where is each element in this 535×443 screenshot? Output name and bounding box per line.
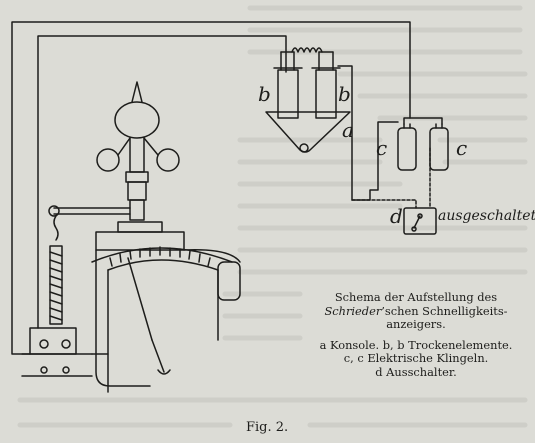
label-d: d (390, 204, 403, 228)
label-a: a (342, 118, 354, 142)
caption-legend-line-3: d Ausschalter. (375, 364, 457, 379)
base-clamps (21, 327, 109, 377)
figure-caption: Schema der Aufstellung des Schrieder’sch… (300, 290, 532, 380)
caption-title-line-2-rest: ’schen Schnelligkeits- (381, 303, 508, 318)
caption-title-line-3: anzeigers. (386, 317, 446, 332)
switch-plate (403, 207, 437, 235)
connecting-coil (291, 47, 323, 53)
console-bracket (265, 111, 351, 153)
figure-number: Fig. 2. (246, 420, 289, 435)
tension-spring (49, 245, 63, 325)
switch-wire (351, 147, 431, 209)
upper-mechanism (96, 81, 180, 221)
outer-wire (11, 21, 411, 355)
caption-title-line-1: Schema der Aufstellung des (334, 290, 498, 304)
bell-wire-left (337, 65, 399, 201)
caption-legend-line-2: c, c Elektrische Klingeln. (343, 351, 489, 366)
battery-element-right (311, 51, 341, 119)
caption-inventor-name: Schrieder (324, 303, 382, 318)
speed-dial (91, 246, 233, 393)
label-c-left: c (376, 136, 388, 160)
side-knob (217, 261, 241, 301)
inner-wire (37, 35, 287, 329)
label-c-right: c (456, 136, 468, 160)
indicator-needle (127, 257, 171, 375)
battery-element-left (273, 51, 303, 119)
lever-arm (48, 205, 131, 241)
label-switch-state: ausgeschaltet (438, 208, 535, 224)
caption-legend-line-1: a Konsole. b, b Trockenelemente. (319, 337, 513, 352)
label-b-right: b (338, 82, 351, 106)
caption-title-line-2: Schrieder’schen Schnelligkeits- (300, 303, 532, 319)
bell-connector (403, 117, 443, 125)
label-b-left: b (258, 82, 271, 106)
bell-right (429, 123, 449, 171)
bell-left (397, 123, 417, 171)
